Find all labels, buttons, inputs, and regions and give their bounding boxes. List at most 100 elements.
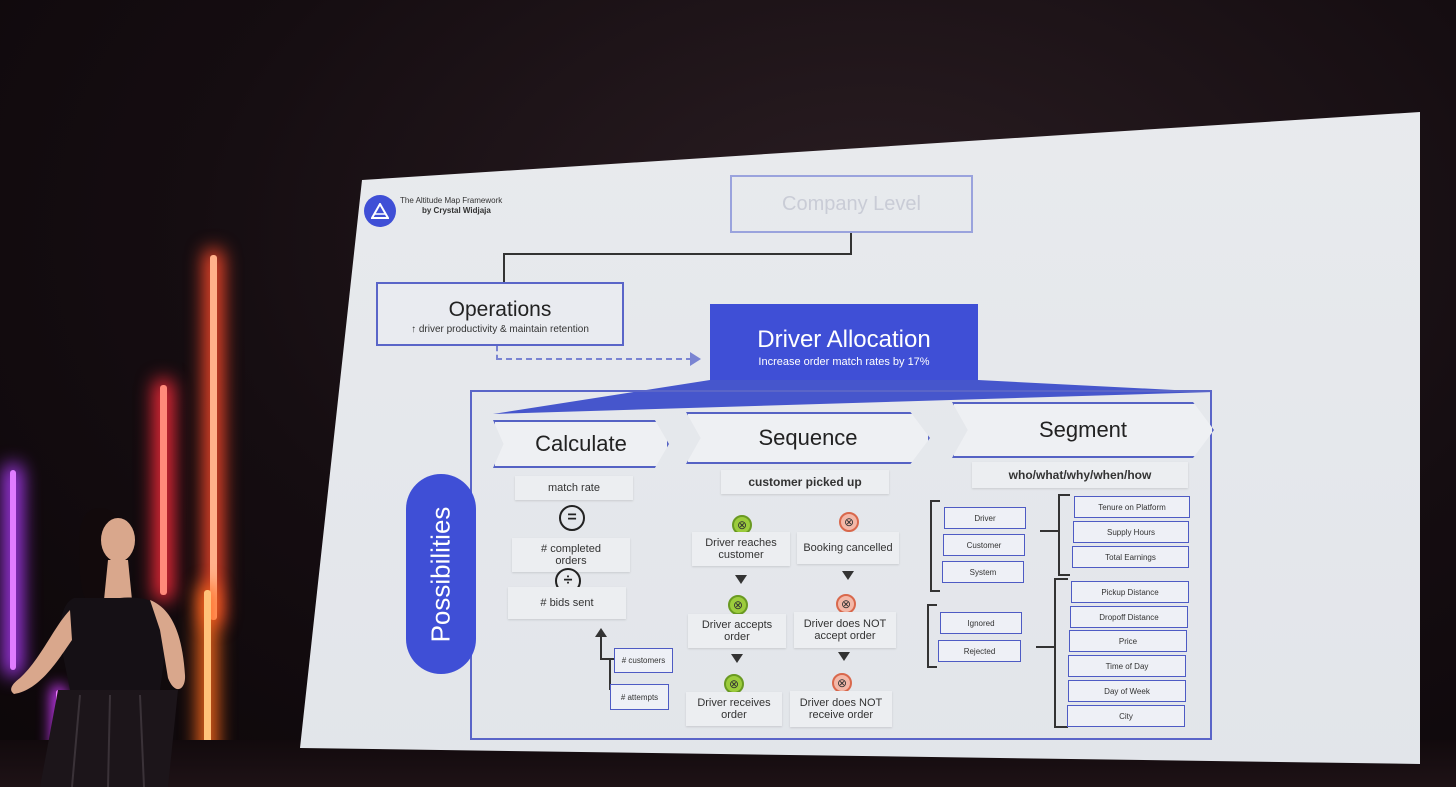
segment-question-label: who/what/why/when/how <box>1008 468 1152 482</box>
segment-why-ignored: Ignored <box>940 612 1022 634</box>
cross-circle-icon: ⊗ <box>839 512 859 532</box>
connector-line <box>850 233 852 255</box>
attribute-label: Pickup Distance <box>1101 587 1159 597</box>
sequence-failure-label: Booking cancelled <box>803 542 893 554</box>
attribute-label: Supply Hours <box>1106 527 1156 537</box>
segment-who-label: System <box>969 567 997 577</box>
customer-picked-up-label: customer picked up <box>748 475 862 489</box>
equals-icon: = <box>559 505 585 531</box>
neon-light-purple <box>10 470 16 670</box>
attribute-total-earnings: Total Earnings <box>1072 546 1189 568</box>
attribute-label: Price <box>1118 636 1138 646</box>
cross-circle-icon: ⊗ <box>832 673 852 693</box>
sequence-failure-step: Driver does NOT accept order <box>794 612 896 648</box>
sequence-success-step: Driver reaches customer <box>692 532 790 566</box>
match-rate-chip: match rate <box>515 476 633 500</box>
attribute-bracket <box>1054 578 1068 728</box>
who-bracket <box>930 500 940 592</box>
driver-allocation-title: Driver Allocation <box>757 326 931 353</box>
check-circle-icon: ⊗ <box>724 674 744 694</box>
framework-title: The Altitude Map Framework by Crystal Wi… <box>400 196 502 216</box>
framework-author: by Crystal Widjaja <box>422 206 491 215</box>
attribute-label: Time of Day <box>1105 661 1149 671</box>
why-bracket <box>927 604 937 668</box>
sequence-header: Sequence <box>686 412 930 464</box>
customers-input: # customers <box>614 648 673 673</box>
segment-who-label: Driver <box>974 513 996 523</box>
attempts-input: # attempts <box>610 684 669 710</box>
attribute-price: Price <box>1069 630 1187 652</box>
attribute-label: City <box>1119 711 1133 721</box>
segment-who-label: Customer <box>966 540 1002 550</box>
framework-name: The Altitude Map Framework <box>400 196 503 205</box>
connector-line <box>1040 530 1058 532</box>
segment-who-system: System <box>942 561 1024 583</box>
sequence-failure-step: Booking cancelled <box>797 532 899 564</box>
calculate-header: Calculate <box>493 420 669 468</box>
equals-symbol: = <box>567 509 577 526</box>
driver-allocation-subtitle: Increase order match rates by 17% <box>758 356 930 368</box>
match-rate-label: match rate <box>548 482 600 494</box>
sequence-failure-step: Driver does NOT receive order <box>790 691 892 727</box>
driver-allocation-box: Driver Allocation Increase order match r… <box>710 304 978 382</box>
attribute-city: City <box>1067 705 1185 727</box>
operations-title: Operations <box>448 298 552 321</box>
bids-sent-label: # bids sent <box>540 597 594 609</box>
segment-why-label: Ignored <box>967 618 995 628</box>
connector-line <box>600 636 602 660</box>
customer-picked-up-chip: customer picked up <box>721 470 889 494</box>
company-level-label: Company Level <box>782 192 921 215</box>
segment-why-rejected: Rejected <box>938 640 1021 662</box>
attribute-pickup-distance: Pickup Distance <box>1071 581 1189 603</box>
neon-light-orange <box>210 255 217 620</box>
sequence-success-step: Driver receives order <box>686 692 782 726</box>
down-arrow-icon <box>731 654 743 663</box>
attribute-tenure: Tenure on Platform <box>1074 496 1190 518</box>
attribute-supply-hours: Supply Hours <box>1073 521 1189 543</box>
attribute-day-of-week: Day of Week <box>1068 680 1186 702</box>
segment-why-label: Rejected <box>963 646 996 656</box>
dashed-connector <box>496 358 692 360</box>
altitude-logo-icon <box>364 195 396 227</box>
attribute-dropoff-distance: Dropoff Distance <box>1070 606 1188 628</box>
down-arrow-icon <box>735 575 747 584</box>
attribute-bracket <box>1058 494 1070 576</box>
divide-symbol: ÷ <box>563 572 573 589</box>
sequence-success-label: Driver receives order <box>697 697 771 721</box>
dashed-connector <box>496 346 498 360</box>
attribute-label: Tenure on Platform <box>1098 502 1166 512</box>
completed-orders-label: # completed orders <box>541 543 601 567</box>
operations-subtitle: ↑ driver productivity & maintain retenti… <box>411 324 589 335</box>
operations-box: Operations ↑ driver productivity & maint… <box>376 282 624 346</box>
dashed-arrow-head <box>690 352 701 366</box>
calculate-title: Calculate <box>535 431 627 456</box>
attempts-label: # attempts <box>620 692 659 702</box>
attribute-label: Total Earnings <box>1105 552 1156 562</box>
cross-circle-icon: ⊗ <box>836 594 856 614</box>
down-arrow-icon <box>842 571 854 580</box>
possibilities-label: Possibilities <box>406 474 476 674</box>
segment-who-driver: Driver <box>944 507 1026 529</box>
attribute-label: Day of Week <box>1104 686 1150 696</box>
connector-line <box>503 253 505 283</box>
up-arrow-icon <box>595 628 607 637</box>
attribute-time-of-day: Time of Day <box>1068 655 1186 677</box>
connector-line <box>1036 646 1054 648</box>
attribute-label: Dropoff Distance <box>1099 612 1159 622</box>
sequence-title: Sequence <box>758 425 858 450</box>
sequence-success-label: Driver reaches customer <box>705 537 777 561</box>
sequence-failure-label: Driver does NOT receive order <box>799 697 883 721</box>
connector-line <box>609 658 611 690</box>
completed-orders-chip: # completed orders <box>512 538 630 572</box>
possibilities-text: Possibilities <box>425 506 456 642</box>
down-arrow-icon <box>838 652 850 661</box>
speaker-figure <box>11 508 186 787</box>
connector-line <box>503 253 852 255</box>
neon-light-red <box>160 385 167 595</box>
company-level-box: Company Level <box>730 175 973 233</box>
customers-label: # customers <box>621 656 666 665</box>
segment-title: Segment <box>1038 417 1128 442</box>
sequence-success-label: Driver accepts order <box>701 619 773 643</box>
neon-light-orange-low <box>204 590 211 780</box>
